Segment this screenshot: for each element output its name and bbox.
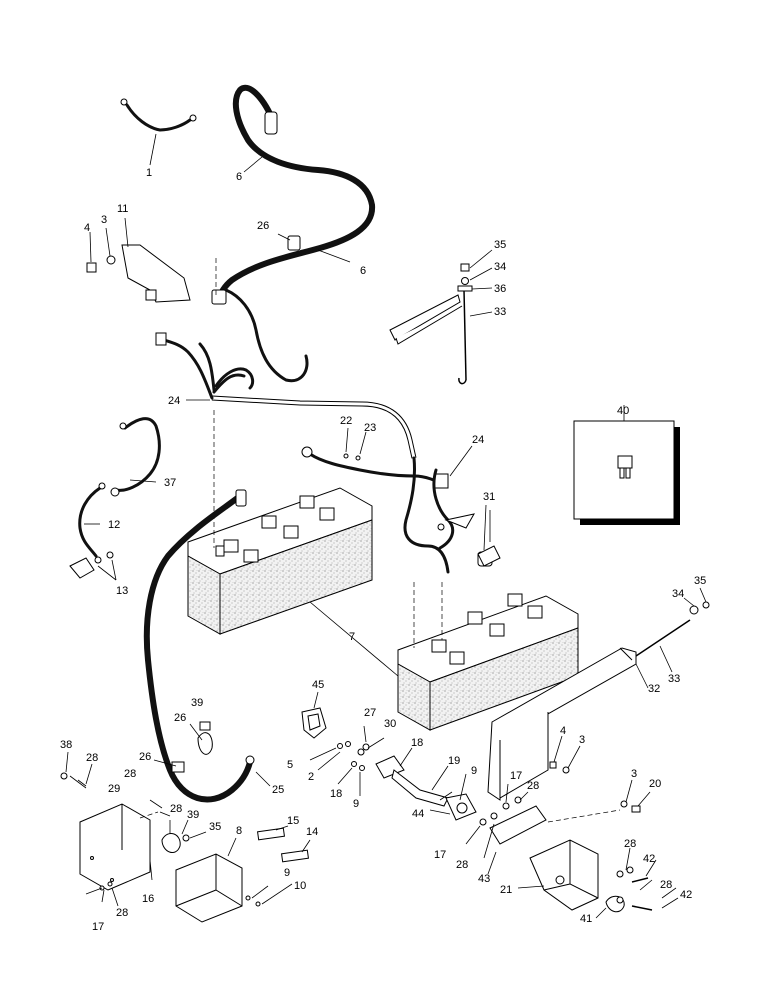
callout-28: 28 — [86, 752, 98, 764]
battery-hold-down-upper — [389, 249, 493, 385]
positive-battery-cable — [211, 84, 376, 383]
callout-28: 28 — [456, 859, 468, 871]
callout-42: 42 — [680, 889, 692, 901]
battery-rear-caps — [215, 495, 335, 563]
cable-clamp-39 — [161, 819, 207, 854]
callout-16: 16 — [142, 893, 154, 905]
callout-17: 17 — [434, 849, 446, 861]
callout-28: 28 — [660, 879, 672, 891]
switch-cable-12 — [69, 482, 117, 581]
battery-hold-down-lower — [487, 587, 710, 801]
callout-22: 22 — [340, 415, 352, 427]
callout-35: 35 — [209, 821, 221, 833]
callout-35: 35 — [694, 575, 706, 587]
callout-43: 43 — [478, 873, 490, 885]
callout-6: 6 — [360, 265, 366, 277]
relay-mount-hardware — [465, 783, 547, 875]
callout-26: 26 — [174, 712, 186, 724]
starter-solenoid-assembly — [309, 725, 477, 821]
callout-42: 42 — [643, 853, 655, 865]
callout-26: 26 — [257, 220, 269, 232]
callout-25: 25 — [272, 784, 284, 796]
callout-17: 17 — [510, 770, 522, 782]
callout-3: 3 — [579, 734, 585, 746]
callout-27: 27 — [364, 707, 376, 719]
relay-cover-21 — [517, 839, 599, 911]
callout-41: 41 — [580, 913, 592, 925]
callout-33: 33 — [668, 673, 680, 685]
battery-front-caps — [431, 593, 543, 665]
callout-21: 21 — [500, 884, 512, 896]
callout-2: 2 — [308, 771, 314, 783]
callout-6: 6 — [236, 171, 242, 183]
callout-12: 12 — [108, 519, 120, 531]
negative-battery-cable — [143, 489, 271, 803]
callout-11: 11 — [117, 203, 128, 215]
battery-cable-bracket — [86, 217, 191, 303]
battery-rear — [187, 487, 373, 635]
callout-31: 31 — [483, 491, 495, 503]
callout-28: 28 — [124, 768, 136, 780]
callout-4: 4 — [84, 222, 90, 234]
callout-3: 3 — [631, 768, 637, 780]
callout-38: 38 — [60, 739, 72, 751]
callout-28: 28 — [624, 838, 636, 850]
relay-hardware-right — [595, 847, 679, 919]
callout-44: 44 — [412, 808, 424, 820]
callout-labels: 1 6 6 26 11 3 4 35 34 36 33 24 40 22 23 … — [60, 167, 706, 933]
callout-10: 10 — [294, 880, 306, 892]
callout-39: 39 — [187, 809, 199, 821]
callout-5: 5 — [287, 759, 293, 771]
callout-19: 19 — [448, 755, 460, 767]
hold-down-bolts — [547, 735, 651, 823]
callout-18: 18 — [330, 788, 342, 800]
callout-18: 18 — [411, 737, 423, 749]
ground-strap-cable — [120, 98, 197, 166]
fuse-inset-box — [573, 405, 680, 525]
callout-24: 24 — [472, 434, 484, 446]
callout-8: 8 — [236, 825, 242, 837]
callout-40: 40 — [617, 405, 629, 417]
callout-36: 36 — [494, 283, 506, 295]
callout-30: 30 — [384, 718, 396, 730]
callout-17: 17 — [92, 921, 104, 933]
callout-32: 32 — [648, 683, 660, 695]
switch-31 — [477, 510, 501, 567]
callout-28: 28 — [116, 907, 128, 919]
cable-clip-45 — [301, 691, 327, 739]
callout-33: 33 — [494, 306, 506, 318]
battery-cover-16 — [60, 751, 171, 907]
callout-28: 28 — [170, 803, 182, 815]
callout-29: 29 — [108, 783, 120, 795]
main-wiring-harness — [155, 332, 417, 459]
callout-26: 26 — [139, 751, 151, 763]
callout-1: 1 — [146, 167, 152, 179]
callout-20: 20 — [649, 778, 661, 790]
starter-cable-37 — [110, 417, 161, 497]
callout-45: 45 — [312, 679, 324, 691]
callout-9: 9 — [471, 765, 477, 777]
callout-28: 28 — [527, 780, 539, 792]
battery-front — [397, 593, 579, 731]
callout-14: 14 — [306, 826, 318, 838]
callout-9: 9 — [353, 798, 359, 810]
callout-39: 39 — [191, 697, 203, 709]
callout-9: 9 — [284, 867, 290, 879]
callout-4: 4 — [560, 725, 566, 737]
callout-35: 35 — [494, 239, 506, 251]
callout-13: 13 — [116, 585, 128, 597]
callout-24: 24 — [168, 395, 180, 407]
callout-34: 34 — [494, 261, 506, 273]
warning-decals — [257, 825, 311, 863]
callout-23: 23 — [364, 422, 376, 434]
callout-3: 3 — [101, 214, 107, 226]
terminal-cover-8 — [175, 837, 293, 923]
callout-34: 34 — [672, 588, 684, 600]
callout-37: 37 — [164, 477, 176, 489]
callout-15: 15 — [287, 815, 299, 827]
callout-7: 7 — [349, 631, 355, 643]
